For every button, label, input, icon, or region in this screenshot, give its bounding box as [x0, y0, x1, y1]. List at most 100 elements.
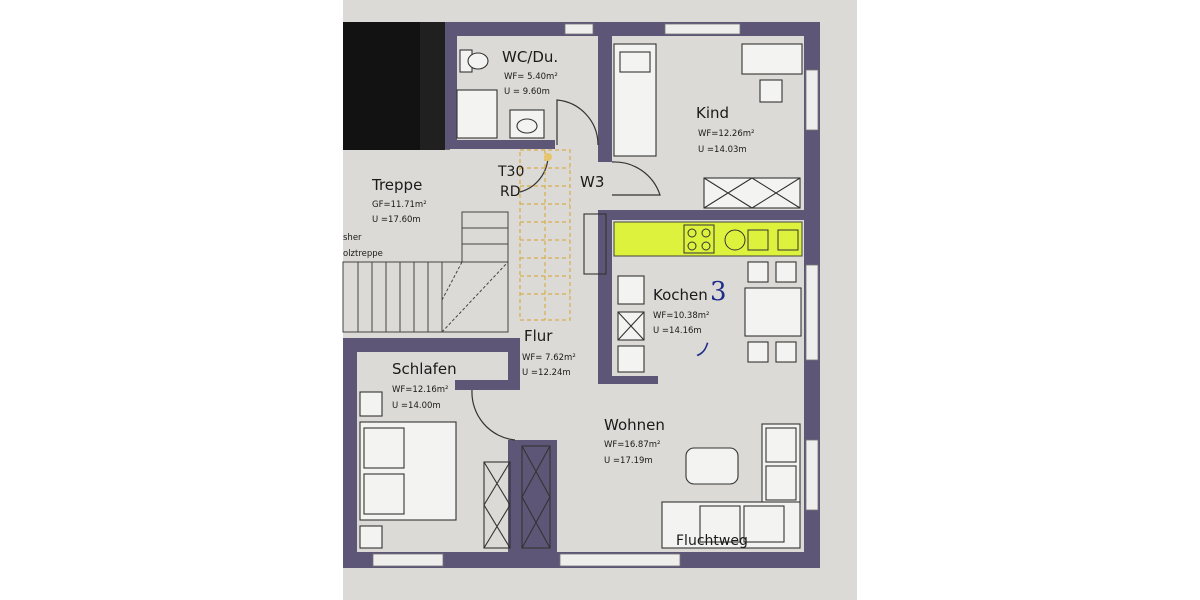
bed-pillow [363, 473, 405, 515]
sofa-cushion [765, 427, 797, 463]
wall-wc-bottom [445, 140, 555, 149]
sofa-cushion [699, 505, 741, 543]
window-wc [564, 23, 594, 35]
wardrobes [483, 213, 607, 549]
room-name-kind: Kind [696, 104, 729, 122]
wall-flur-left [508, 338, 520, 390]
sink-bowl [724, 229, 746, 251]
window-wohnen-right [805, 439, 819, 511]
handwritten-number: 3 [710, 277, 727, 307]
wall-left-lower [343, 338, 357, 568]
dining-chair [747, 341, 769, 363]
window-wohnen-bottom [559, 553, 681, 567]
fridge [617, 275, 645, 305]
wardrobe-schlafen [483, 461, 511, 549]
room-wf-wc: WF= 5.40m² [504, 72, 558, 82]
room-wf-treppe: GF=11.71m² [372, 200, 427, 210]
wall-top [445, 22, 820, 36]
window-kind-top [664, 23, 741, 35]
fluchtweg-label: Fluchtweg [676, 533, 748, 549]
room-u-treppe: U =17.60m [372, 215, 421, 225]
kitchen-furniture [617, 261, 802, 373]
wall-wc-left [445, 22, 457, 144]
sink-drainer [747, 229, 769, 251]
holztreppe-turn [441, 261, 509, 333]
wall-stair-bottom [343, 338, 508, 352]
room-u-kochen: U =14.16m [653, 326, 702, 336]
shoe-cabinet [583, 213, 607, 275]
holztreppe-label-top: sher [343, 233, 362, 243]
room-u-schlafen: U =14.00m [392, 401, 441, 411]
room-wf-wohnen: WF=16.87m² [604, 440, 660, 450]
window-label-w3: W3 [580, 173, 604, 191]
toilet-bowl [467, 52, 489, 70]
holztreppe-label-bottom: olztreppe [343, 249, 383, 259]
stair-flight [519, 149, 571, 321]
stove [683, 224, 715, 254]
washbasin-bowl [516, 118, 538, 134]
kitchen-appliances [683, 224, 799, 254]
room-wf-kind: WF=12.26m² [698, 129, 754, 139]
holztreppe-upper [461, 211, 509, 263]
window-kind-right [805, 69, 819, 131]
room-name-kochen: Kochen [653, 286, 708, 304]
kind-furniture [613, 43, 803, 209]
burner [687, 228, 697, 238]
sofa-cushion [743, 505, 785, 543]
door-label-rd: RD [500, 184, 521, 200]
kind-wardrobe [703, 177, 801, 209]
wc-fixtures [456, 49, 545, 139]
door-schlafen-swing [471, 389, 516, 441]
door-kind-swing [611, 161, 661, 196]
window-kochen-right [805, 264, 819, 361]
room-wf-kochen: WF=10.38m² [653, 311, 709, 321]
wall-schlafen-top [455, 380, 520, 390]
room-name-wc: WC/Du. [502, 48, 558, 66]
kitchen-counter-highlight [613, 221, 803, 257]
dining-chair [747, 261, 769, 283]
room-u-wc: U = 9.60m [504, 87, 550, 97]
wall-kind-bottom [610, 210, 806, 220]
schlafen-furniture [359, 391, 457, 549]
room-wf-flur: WF= 7.62m² [522, 353, 576, 363]
door-label-t30: T30 [497, 164, 524, 180]
dishwasher [777, 229, 799, 251]
handwritten-mark: ノ [694, 340, 712, 361]
room-wf-schlafen: WF=12.16m² [392, 385, 448, 395]
holztreppe-outline [342, 261, 509, 333]
room-u-kind: U =14.03m [698, 145, 747, 155]
kitchen-cabinet-low [617, 345, 645, 373]
nightstand [359, 525, 383, 549]
dining-chair [775, 261, 797, 283]
kind-wardrobe-x [703, 177, 801, 209]
nightstand [359, 391, 383, 417]
room-u-wohnen: U =17.19m [604, 456, 653, 466]
wardrobe-x [483, 461, 511, 549]
shower-tray [456, 89, 498, 139]
bed-pillow [363, 427, 405, 469]
wall-kitchen-left [598, 210, 612, 382]
doors [471, 99, 661, 441]
room-name-flur: Flur [524, 327, 553, 345]
dining-chair [775, 341, 797, 363]
room-name-treppe: Treppe [371, 176, 422, 194]
burner [701, 241, 711, 251]
window-schlafen-bottom [372, 553, 444, 567]
holztreppe [342, 211, 509, 333]
wardrobe-x [521, 445, 551, 549]
wall-kind-left [598, 22, 612, 162]
kind-desk [741, 43, 803, 75]
kind-chair [759, 79, 783, 103]
stair-arrow-mark [544, 153, 552, 161]
wall-kitchen-bottom [598, 376, 658, 384]
room-name-schlafen: Schlafen [392, 360, 457, 378]
wohnen-furniture [661, 423, 801, 549]
room-name-wohnen: Wohnen [604, 416, 665, 434]
windows [372, 23, 819, 567]
room-u-flur: U =12.24m [522, 368, 571, 378]
kind-pillow [619, 51, 651, 73]
dining-table [744, 287, 802, 337]
coffee-table [685, 447, 739, 485]
kitchen-cabinet-x [617, 311, 645, 341]
